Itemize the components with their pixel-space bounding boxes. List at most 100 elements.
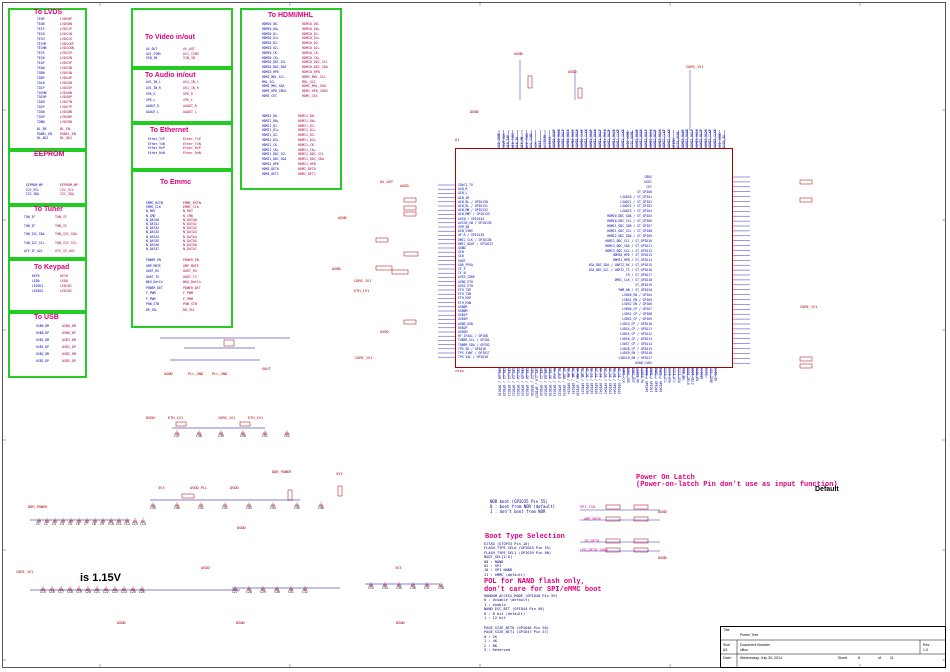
pin-label: I2C_SCL <box>26 187 40 192</box>
pin-label: LVDS5N <box>60 80 72 85</box>
pin-label: LVDS0N <box>60 21 72 26</box>
pin-label: EMMC_CLK <box>146 205 161 210</box>
net-avdd-2: AVDD <box>380 330 389 334</box>
pin-label: PANEL_EN <box>37 131 52 136</box>
pin-label: USB2M <box>458 330 468 334</box>
chip-pin-label: HDMI2_CLKN <box>666 129 671 148</box>
pin-label: HDMI0_CK- <box>302 50 320 55</box>
pin-label: UART_RX <box>146 269 160 273</box>
pin-label: AIN_L <box>458 191 468 196</box>
pin-label: ATV_IF_AGC <box>55 249 75 253</box>
note-line: FLASH_TYPE_SEL0 (GPIO45 Pin 55) <box>484 546 552 551</box>
sheet-value: 6 <box>858 656 860 660</box>
chip-pin-label: NF_D4 / GPIO42 <box>603 368 608 395</box>
pin-label: USB1_DP <box>62 345 76 349</box>
pin-label: USB0_DP <box>62 331 76 335</box>
pin-label: AP_R / GPIO135 <box>458 233 485 238</box>
capacitor-label: C26 <box>139 590 145 594</box>
chip-pin-label: HDMI0_RX2N <box>575 129 580 148</box>
chip-name: chip <box>455 369 464 373</box>
pin-label: TE1P <box>37 26 45 31</box>
pin-label: AIN_R <box>458 187 468 192</box>
capacitor-label: C15 <box>40 590 46 594</box>
net-core-4: CORE_1V1 <box>218 416 236 420</box>
chip-pin-label: HDMI3_RX1P <box>689 129 694 148</box>
capacitor-label: C16 <box>49 590 55 594</box>
pin-label: Ether_RxN <box>148 150 165 155</box>
note-line: 3 : Reserved <box>484 648 510 653</box>
hdmi-block-title: To HDMI/MHL <box>268 12 313 19</box>
capacitor-label: C48 <box>196 434 202 438</box>
pin-label: LVDS0P <box>60 17 72 21</box>
pin-label: UART_RX <box>183 269 197 273</box>
pin-label: N_DATA5 <box>146 238 160 243</box>
pin-label: LVDS6P <box>60 95 72 100</box>
capacitor-label: C28 <box>246 590 252 594</box>
chip-pin-label: VDD_CORE <box>708 368 713 383</box>
eeprom-block-title: EEPROM <box>34 151 65 158</box>
pin-label: AVSS_ETH <box>458 283 473 288</box>
pin-label: N_DATA2 <box>146 226 160 231</box>
pin-label: AMP_MUTE <box>183 263 199 268</box>
pin-label: TO2P <box>37 105 45 110</box>
pin-label: VIN <box>458 250 464 255</box>
pin-label: XOUT <box>458 258 466 263</box>
capacitor-label: C22 <box>103 590 109 594</box>
pin-label: N_DATA1 <box>146 222 160 226</box>
note-line: FLASH_TYPE_SEL1 (GPIO39 Pin 60) <box>484 550 552 555</box>
title-value: Power Tree <box>740 633 759 637</box>
note-line: 2 : 8K <box>484 643 497 648</box>
chip-pin-label: TPS_D0 / GPIO19 <box>497 368 502 396</box>
chip-pin-label: EMMC_CLK <box>621 368 626 383</box>
note-line: 1 : don't boot from NOR <box>490 509 546 514</box>
chip-pin-label: EMMC_CMD <box>626 368 631 383</box>
pin-label: USB0M <box>458 309 468 313</box>
chip-pin-label: NF_RE / GPIO34 <box>566 368 571 395</box>
capacitor-label: C30 <box>274 590 280 594</box>
pin-label: HDMI1_D0- <box>298 114 316 118</box>
pin-label: AAOUT_R <box>183 104 197 108</box>
net-ddr-power-2: DDR_POWER <box>28 505 48 509</box>
pin-label: TECH <box>37 36 45 41</box>
pin-label: LVDS0_CP / GPIO7 <box>622 307 652 312</box>
net-avdd-top: AVDD <box>568 70 577 74</box>
tuner-block <box>8 205 87 259</box>
note-line: EJTAG (GTOP33 Pin 10) <box>484 542 530 546</box>
pin-label: LEDID2 <box>60 289 72 293</box>
pin-label: AVSS_CORE <box>458 275 475 280</box>
chip-pin-label: BOOT_SEL1 <box>690 368 695 385</box>
capacitor-label: C23 <box>112 590 118 594</box>
pin-label: N_DATA1 <box>183 222 197 226</box>
pin-label: CEC <box>646 184 652 189</box>
eeprom-block <box>8 150 87 205</box>
pin-label: HDMI0_D0- <box>302 22 320 26</box>
pin-label: SPK_R <box>183 92 193 96</box>
pin-label: AV1_IN_R <box>183 86 199 90</box>
pin-label: LVDS0_EN / GPIO4 <box>622 292 652 297</box>
pin-label: N_DATA5 <box>183 238 197 243</box>
pin-label: LVDS1_CP / GPIO8 <box>622 312 652 317</box>
pin-label: TECHP <box>37 41 47 46</box>
chip-pin-label: I2C1_SCL <box>672 368 677 383</box>
of-value: 11 <box>890 656 894 660</box>
net-dgnd-5: DGND <box>658 510 667 514</box>
pin-label: N_DATA4 <box>183 234 197 239</box>
pin-label: TUNER_SDA / GPIO2 <box>458 342 490 347</box>
capacitor-label: C36 <box>410 586 416 590</box>
title-label: Title <box>723 628 730 632</box>
pin-label: HDMI0_D0+ <box>302 26 320 31</box>
net-dgnd-4: DGND <box>237 526 246 530</box>
chip-pin-label: TPS_D7 / GPIO26 <box>529 368 534 396</box>
rev-value: 1.0 <box>923 648 928 652</box>
ethernet-block <box>131 123 233 170</box>
capacitor-label: C38 <box>438 586 444 590</box>
pin-label: HDMI1_DDC_SDA <box>262 157 287 162</box>
note-line: 0 : 2K <box>484 634 497 639</box>
pin-label: BL_EN <box>60 127 70 131</box>
pin-label: I2C_SDA <box>60 192 74 196</box>
pin-label: LEDID1 <box>32 284 44 288</box>
pin-label: HDMI0_D2+ <box>262 46 279 50</box>
chip-pin-label: NF_CE0 / GPIO33 <box>561 368 566 396</box>
